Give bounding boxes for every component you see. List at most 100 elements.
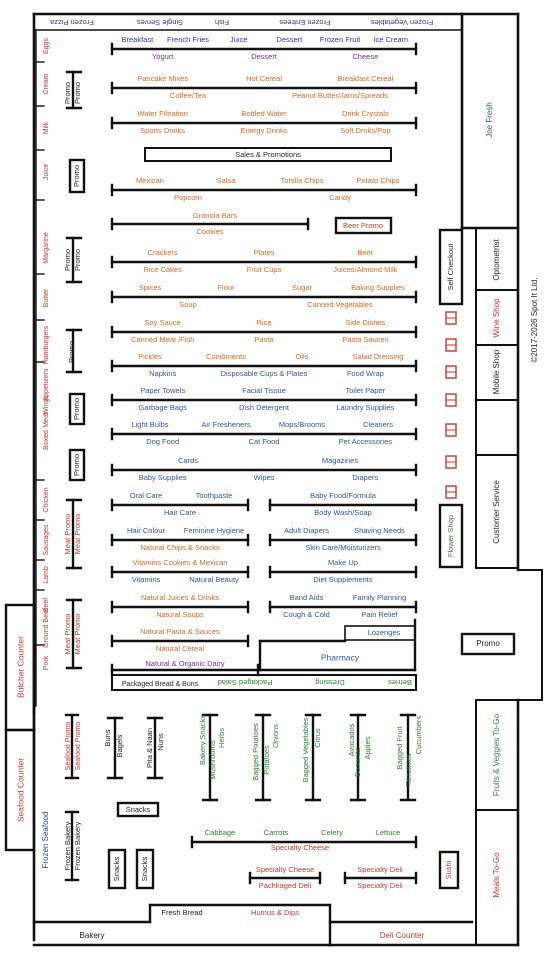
meals-to-go-label: Meals To-Go (492, 852, 501, 898)
bakery-label: Pita & Naan (145, 728, 154, 768)
left-wall-label: Wings (43, 395, 50, 415)
produce-label: Potatoes (262, 745, 271, 775)
aisle-top-label: Soy Sauce (145, 318, 181, 327)
dressing-label: Dressing (315, 678, 345, 687)
aisle-top-label: Beer (357, 248, 373, 257)
sushi-label: Sushi (444, 860, 453, 879)
deli-counter-label: Deli Counter (380, 931, 425, 940)
promo-label: Promo (63, 82, 72, 104)
promo-box (68, 448, 86, 482)
promo-label: Promo (72, 454, 81, 476)
bakery-label: Nuns (156, 733, 165, 751)
aisle-top-label: Condiments (206, 352, 246, 361)
aisle-bottom-label: Rice Cakes (143, 265, 182, 274)
fruits-veggies-label: Fruits & Veggies To-Go (492, 713, 501, 796)
aisle-top-label: Hot Cereal (246, 74, 282, 83)
mobile-shop-label: Mobile Shop (492, 349, 501, 394)
left-wall-label: Butter (43, 288, 50, 307)
optometrist-label: Optometrist (492, 239, 501, 281)
promo-box (68, 158, 86, 194)
split-bottom-label: Vitamins (132, 575, 161, 584)
produce-row-bottom: Specialty Cheese (271, 843, 329, 852)
bakery-label: Bagels (115, 734, 124, 757)
snacks-box (116, 801, 160, 818)
split-top-label: Adult Diapers (284, 526, 329, 535)
split-bottom-label: Natural Chips & Snacks (140, 543, 219, 552)
aisle-bottom-label: Soup (179, 300, 197, 309)
aisle-bottom-label: Pasta Sauces (342, 335, 389, 344)
aisle-bottom-label: Wipes (254, 473, 275, 482)
freezer-label: Single Serves (137, 18, 184, 27)
aisle-bottom-label: Yogurt (152, 52, 174, 61)
aisle-top-label: Mexican (136, 176, 164, 185)
self-checkout-box (438, 228, 464, 306)
aisle-top-label: Toilet Paper (346, 386, 386, 395)
aisle-top-label: Side Dishes (345, 318, 385, 327)
aisle-bottom-label: Peanut Butter/Jams/Spreads (292, 91, 388, 100)
deli-top-label: Specialty Deli (357, 865, 403, 874)
aisle-bottom-label: Popcorn (174, 193, 202, 202)
aisle-bottom-label: Soft Drnks/Pop (340, 126, 390, 135)
seafood-counter-label: Seafood Counter (15, 758, 25, 822)
split-top-label: Family Planning (353, 593, 406, 602)
aisle-bottom-label: Napkins (149, 369, 176, 378)
packaged-bread-label: Packaged Bread & Buns (122, 681, 199, 688)
sales-promo-label: Sales & Promotions (235, 150, 301, 159)
produce-label: Bagged Potatoes (251, 723, 260, 781)
flower-shop-box (438, 503, 464, 569)
berries-label: Berries (388, 678, 412, 687)
copyright-label: ©2017-2026 Spot It Ltd. (530, 277, 539, 362)
register-icon (445, 423, 457, 437)
aisle-bottom-label: Pet Accessories (339, 437, 393, 446)
split-top-label: Hair Colour (127, 526, 165, 535)
promo-box (460, 632, 516, 656)
split-bottom-label: Body Wash/Soap (314, 508, 372, 517)
freezer-label: Frozen Pizza (49, 18, 94, 27)
snacks-box (135, 848, 155, 890)
wine-shop-label: Wine Shop (492, 298, 501, 338)
left-wall-label: Margarine (43, 232, 50, 264)
left-wall-label: Juice (43, 164, 50, 180)
aisle-top-label: Mops/Brooms (279, 420, 326, 429)
aisle-bottom-label: Cookies (196, 227, 223, 236)
aisle-top-label: Light Bulbs (131, 420, 168, 429)
deli-bottom-label: Specialty Deli (357, 881, 403, 890)
frozen-bakery-label: Frozen Bakery (63, 821, 72, 870)
aisle-top-label: Pancake Mixes (137, 74, 188, 83)
aisle-top-label: Frozen Fruit (320, 35, 361, 44)
aisle-bottom-label: Dog Food (146, 437, 179, 446)
produce-label: Citrus (313, 728, 322, 748)
left-wall-label: Lamb (43, 566, 50, 584)
register-icon (445, 338, 457, 352)
split-top-label: Baby Food/Formula (310, 491, 377, 500)
split-top-label: Shaving Needs (354, 526, 405, 535)
aisle-bottom-label: Sports Drinks (140, 126, 185, 135)
natural-organic-label: Natural & Organic Dairy (145, 659, 224, 668)
freezer-label: Frozen Vegetables (370, 18, 433, 27)
aisle-bottom-label: Pasta (254, 335, 274, 344)
aisle-top-label: Cleaners (363, 420, 393, 429)
split-top-label: Make Up (328, 558, 358, 567)
produce-label: Mushrooms (208, 740, 217, 779)
left-wall-label: Pork (43, 655, 50, 670)
frozen-bakery-label: Frozen Bakery (73, 821, 82, 870)
produce-label: Avocados (347, 723, 356, 756)
split-top-label: Toothpaste (196, 491, 233, 500)
bakery-label: Bakery (80, 931, 105, 940)
promo-label: Promo (73, 249, 82, 271)
aisle-top-label: Magazines (322, 456, 359, 465)
aisle-top-label: Facial Tissue (242, 386, 286, 395)
beer-promo-box (334, 216, 393, 235)
seafood-promo-label: Seafood Promo (75, 722, 82, 771)
promo-label: Promo (72, 398, 81, 420)
left-wall-label: Cream (43, 73, 50, 94)
aisle-top-label: Plates (254, 248, 275, 257)
split-top-label: Band Aids (290, 593, 324, 602)
promo-label: Promo (63, 249, 72, 271)
produce-label: Bakery Snacks (198, 715, 207, 765)
split-bottom-label: Natural Beauty (189, 575, 239, 584)
aisle-top-label: Spices (139, 283, 162, 292)
produce-label: Apples (363, 736, 372, 759)
left-wall-label: Beef (43, 598, 50, 612)
freezer-label: Frozen Entrees (279, 18, 331, 27)
